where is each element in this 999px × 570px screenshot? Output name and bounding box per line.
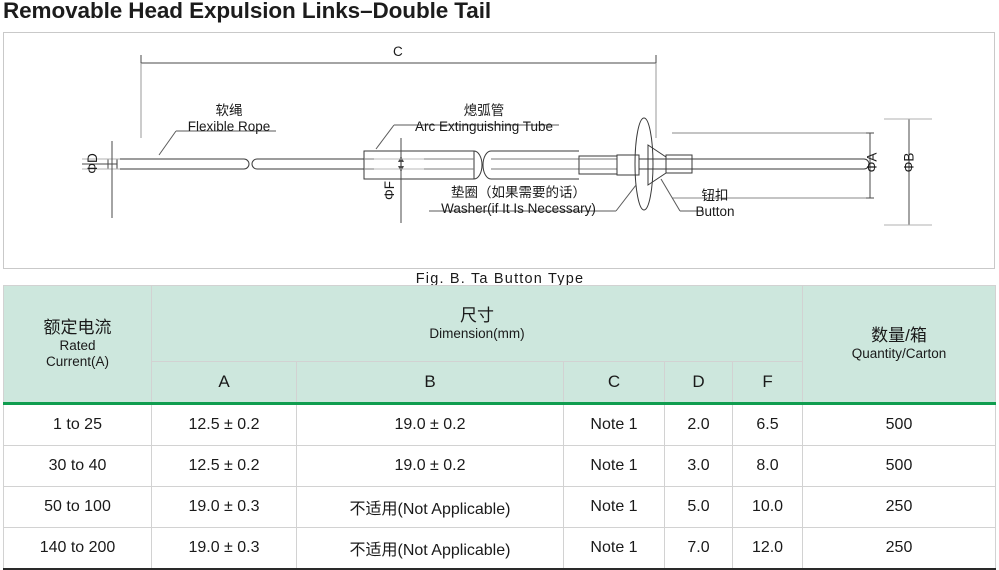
- cell-rated-current: 30 to 40: [3, 445, 152, 487]
- header-col-c: C: [563, 361, 665, 405]
- header-dimension-cn: 尺寸: [460, 305, 494, 325]
- header-dimension-group: 尺寸 Dimension(mm): [150, 285, 804, 362]
- dimension-label-a: ΦA: [864, 152, 880, 173]
- header-col-f: F: [731, 361, 804, 405]
- header-quantity-cn: 数量/箱: [871, 326, 927, 346]
- header-col-d: D: [664, 361, 733, 405]
- header-quantity-en: Quantity/Carton: [851, 346, 947, 362]
- cell-f: 6.5: [731, 403, 804, 446]
- page-title: Removable Head Expulsion Links–Double Ta…: [3, 0, 491, 23]
- cell-d: 7.0: [664, 527, 733, 570]
- cell-d: 5.0: [664, 486, 733, 528]
- cell-b: 19.0 ± 0.2: [296, 403, 564, 446]
- cell-quantity: 250: [802, 527, 997, 570]
- header-dimension-en: Dimension(mm): [429, 325, 525, 341]
- specification-table: 额定电流 Rated Current(A) 尺寸 Dimension(mm) 数…: [3, 285, 997, 570]
- cell-f: 8.0: [731, 445, 804, 487]
- cell-rated-current: 1 to 25: [3, 403, 152, 446]
- cell-quantity: 250: [802, 486, 997, 528]
- cell-b: 不适用(Not Applicable): [296, 486, 564, 528]
- figure-caption: Fig. B. Ta Button Type: [415, 271, 585, 287]
- cell-c: Note 1: [563, 403, 665, 446]
- table-header-row-sub: A B C D F: [4, 361, 996, 405]
- label-arc-tube-en: Arc Extinguishing Tube: [414, 119, 554, 135]
- dimension-label-f: ΦF: [382, 180, 398, 201]
- header-col-b: B: [296, 361, 564, 405]
- label-arc-tube-cn: 熄弧管: [463, 103, 505, 118]
- cell-quantity: 500: [802, 403, 997, 446]
- cell-a: 12.5 ± 0.2: [151, 403, 297, 446]
- table-row: 50 to 100 19.0 ± 0.3 不适用(Not Applicable)…: [3, 486, 997, 528]
- figure-panel: 软绳 Flexible Rope 熄弧管 Arc Extinguishing T…: [3, 32, 995, 287]
- header-rated-current: 额定电流 Rated Current(A): [3, 285, 152, 405]
- cell-a: 19.0 ± 0.3: [151, 527, 297, 570]
- cell-a: 12.5 ± 0.2: [151, 445, 297, 487]
- dimension-label-b: ΦB: [901, 152, 917, 173]
- cell-d: 3.0: [664, 445, 733, 487]
- label-washer-en: Washer(if It Is Necessary): [441, 201, 596, 217]
- cell-rated-current: 140 to 200: [3, 527, 152, 570]
- cell-f: 10.0: [731, 486, 804, 528]
- header-rated-current-en1: Rated: [59, 338, 96, 354]
- header-quantity-carton: 数量/箱 Quantity/Carton: [802, 285, 997, 405]
- header-rated-current-cn: 额定电流: [43, 318, 112, 338]
- label-washer: 垫圈（如果需要的话） Washer(if It Is Necessary): [426, 185, 611, 218]
- header-col-a: A: [151, 361, 297, 405]
- cell-c: Note 1: [563, 527, 665, 570]
- label-button-cn: 钮扣: [701, 188, 729, 203]
- label-arc-extinguishing-tube: 熄弧管 Arc Extinguishing Tube: [389, 103, 579, 136]
- label-flexible-rope-cn: 软绳: [215, 103, 243, 118]
- header-rated-current-en2: Current(A): [45, 354, 109, 370]
- cell-b: 19.0 ± 0.2: [296, 445, 564, 487]
- cell-rated-current: 50 to 100: [3, 486, 152, 528]
- cell-b: 不适用(Not Applicable): [296, 527, 564, 570]
- table-row: 30 to 40 12.5 ± 0.2 19.0 ± 0.2 Note 1 3.…: [3, 445, 997, 487]
- label-flexible-rope: 软绳 Flexible Rope: [179, 103, 279, 136]
- cell-d: 2.0: [664, 403, 733, 446]
- label-flexible-rope-en: Flexible Rope: [187, 119, 271, 135]
- label-washer-cn: 垫圈（如果需要的话）: [451, 185, 586, 200]
- table-row: 1 to 25 12.5 ± 0.2 19.0 ± 0.2 Note 1 2.0…: [3, 403, 997, 446]
- table-row: 140 to 200 19.0 ± 0.3 不适用(Not Applicable…: [3, 527, 997, 570]
- cell-f: 12.0: [731, 527, 804, 570]
- dimension-label-d: ΦD: [84, 153, 100, 174]
- table-header-row-top: 额定电流 Rated Current(A) 尺寸 Dimension(mm) 数…: [3, 285, 997, 405]
- cell-c: Note 1: [563, 445, 665, 487]
- assembly-drawing: [82, 55, 932, 226]
- cell-a: 19.0 ± 0.3: [151, 486, 297, 528]
- label-button-en: Button: [695, 204, 735, 220]
- cell-quantity: 500: [802, 445, 997, 487]
- cell-c: Note 1: [563, 486, 665, 528]
- label-button: 钮扣 Button: [686, 188, 744, 221]
- dimension-label-c: C: [393, 44, 403, 59]
